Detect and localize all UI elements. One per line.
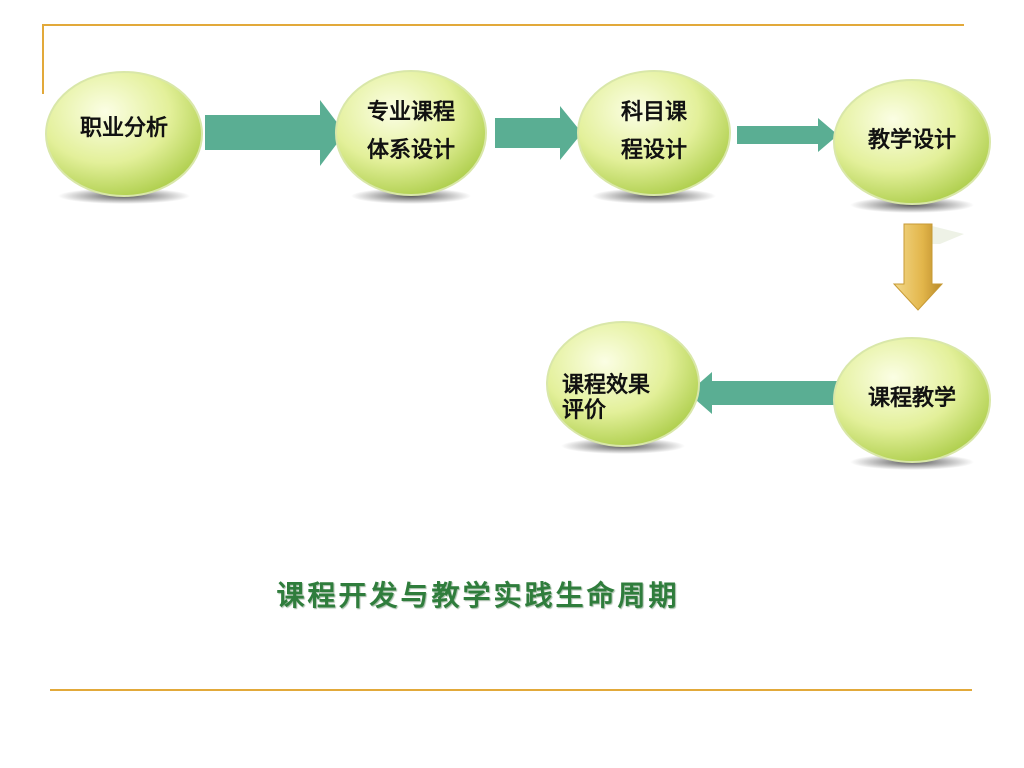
node-label-teaching-design: 教学设计 bbox=[834, 106, 990, 176]
node-label-line: 体系设计 bbox=[366, 138, 455, 163]
arrow-2 bbox=[495, 106, 582, 160]
node-subject-design bbox=[577, 70, 731, 204]
node-label-line: 课程效果 bbox=[562, 372, 651, 398]
node-label-line: 程设计 bbox=[620, 138, 687, 163]
top-rule bbox=[42, 24, 964, 26]
node-course-evaluation bbox=[546, 321, 700, 454]
node-course-teaching bbox=[833, 337, 991, 470]
node-label-course-teaching: 课程教学 bbox=[834, 364, 990, 434]
diagram-caption: 课程开发与教学实践生命周期 bbox=[276, 579, 680, 612]
node-label-line: 职业分析 bbox=[79, 116, 168, 142]
down-arrow bbox=[892, 223, 964, 311]
node-teaching-design bbox=[833, 79, 991, 213]
node-label-line: 专业课程 bbox=[366, 99, 455, 125]
bottom-rule bbox=[50, 689, 972, 691]
left-rule bbox=[42, 24, 44, 94]
node-label-line: 教学设计 bbox=[867, 128, 956, 154]
node-label-line: 评价 bbox=[562, 398, 607, 423]
arrow-4 bbox=[688, 372, 842, 414]
arrow-3 bbox=[737, 118, 838, 152]
node-program-design bbox=[335, 70, 487, 204]
node-label-job-analysis: 职业分析 bbox=[46, 94, 202, 164]
node-label-subject-design: 科目课 程设计 bbox=[578, 82, 730, 182]
node-label-line: 科目课 bbox=[620, 99, 687, 125]
node-job-analysis bbox=[45, 71, 203, 204]
node-label-program-design: 专业课程 体系设计 bbox=[336, 82, 486, 182]
arrow-1 bbox=[205, 100, 345, 166]
node-label-course-evaluation: 课程效果 评价 bbox=[562, 358, 692, 438]
node-label-line: 课程教学 bbox=[867, 386, 956, 412]
